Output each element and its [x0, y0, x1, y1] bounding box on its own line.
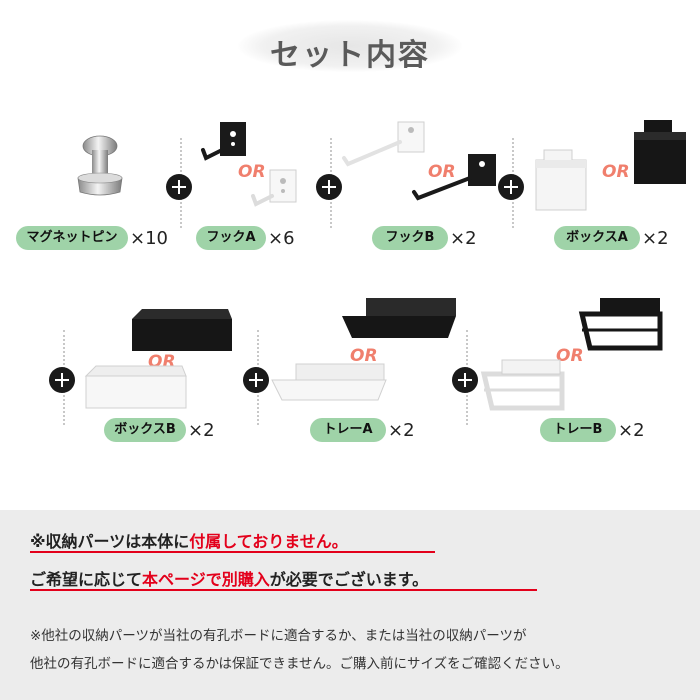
plus-icon: [498, 174, 524, 200]
item-qty-tray-b: ×2: [618, 420, 645, 441]
plus-icon: [316, 174, 342, 200]
box-a-black-image: [634, 120, 686, 184]
page-title: セット内容: [270, 38, 430, 73]
item-label-magnet-pin: マグネットピン: [16, 226, 128, 250]
or-label: OR: [556, 346, 584, 366]
box-b-white-image: [84, 365, 187, 409]
or-label: OR: [238, 162, 266, 182]
item-label-box-a: ボックスA: [554, 226, 640, 250]
section-header: セット内容: [0, 14, 700, 78]
tray-b-white-image: [480, 359, 565, 411]
tray-b-black-image: [578, 298, 663, 351]
plus-icon: [166, 174, 192, 200]
item-qty-magnet-pin: ×10: [130, 228, 168, 249]
tray-a-white-image: [271, 363, 387, 401]
hook-b-white-image: [342, 121, 425, 167]
note-line-1: ※収納パーツは本体に付属しておりません。: [30, 528, 348, 552]
item-qty-box-b: ×2: [188, 420, 215, 441]
or-label: OR: [428, 162, 456, 182]
disclaimer-line-1: ※他社の収納パーツが当社の有孔ボードに適合するか、または当社の収納パーツが: [30, 628, 527, 644]
box-b-black-image: [132, 309, 232, 351]
magnet-pin-image: [77, 135, 123, 196]
item-qty-hook-b: ×2: [450, 228, 477, 249]
item-label-tray-a: トレーA: [310, 418, 386, 442]
or-label: OR: [350, 346, 378, 366]
note-line-2-text: ご希望に応じて: [30, 570, 143, 589]
hook-a-black-image: [201, 122, 246, 161]
item-label-hook-b: フックB: [372, 226, 448, 250]
item-label-hook-a: フックA: [196, 226, 266, 250]
disclaimer-line-2: 他社の有孔ボードに適合するかは保証できません。ご購入前にサイズをご確認ください。: [30, 656, 569, 672]
note-line-2-tail: が必要でございます。: [269, 570, 429, 589]
note-line-2-highlight: 本ページで別購入: [142, 570, 270, 589]
plus-icon: [243, 367, 269, 393]
notes-panel: [0, 510, 700, 700]
box-a-white-image: [535, 149, 587, 211]
note-line-1-highlight: 付属しておりません。: [189, 532, 348, 551]
tray-a-black-image: [342, 298, 456, 338]
item-label-box-b: ボックスB: [104, 418, 186, 442]
hook-a-white-image: [251, 169, 297, 207]
item-label-tray-b: トレーB: [540, 418, 616, 442]
note-line-1-underline: [30, 551, 435, 553]
item-qty-tray-a: ×2: [388, 420, 415, 441]
item-qty-hook-a: ×6: [268, 228, 295, 249]
plus-icon: [452, 367, 478, 393]
note-line-2: ご希望に応じて本ページで別購入が必要でございます。: [30, 566, 428, 590]
note-line-1-text: ※収納パーツは本体に: [30, 532, 190, 551]
plus-icon: [49, 367, 75, 393]
title-background: [238, 20, 462, 72]
or-label: OR: [602, 162, 630, 182]
note-line-2-underline: [30, 589, 537, 591]
hook-b-black-image: [412, 154, 496, 201]
item-qty-box-a: ×2: [642, 228, 669, 249]
